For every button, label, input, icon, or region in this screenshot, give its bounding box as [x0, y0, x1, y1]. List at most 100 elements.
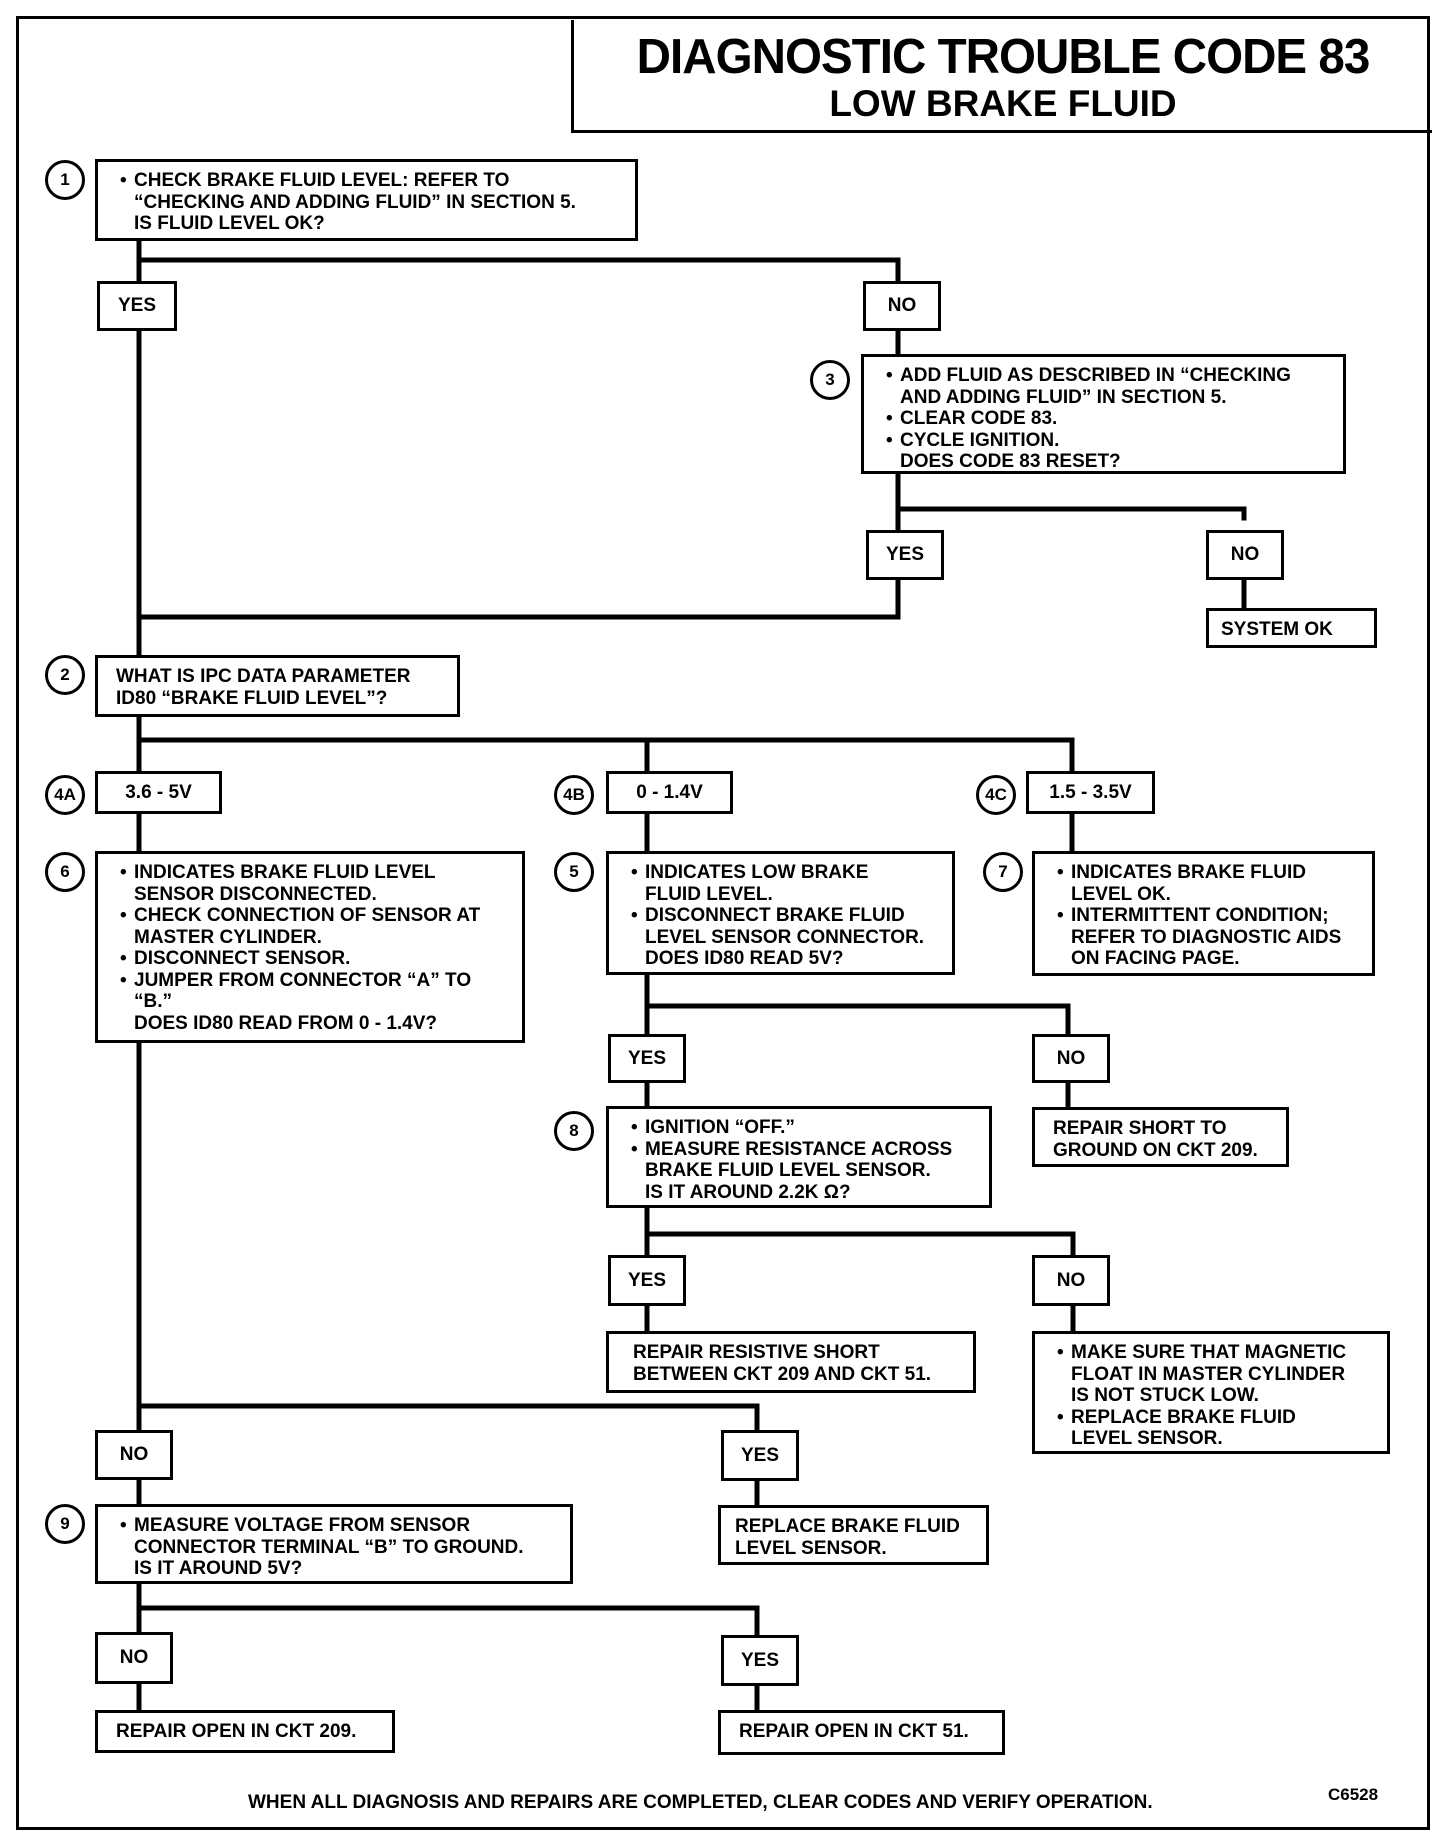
text-line: CONNECTOR TERMINAL “B” TO GROUND.: [134, 1536, 524, 1558]
bullet-line: ADD FLUID AS DESCRIBED IN “CHECKING: [882, 365, 1333, 387]
step-5-badge: 5: [554, 852, 594, 892]
wire-3-no: [895, 506, 1247, 521]
text-line: IS IT AROUND 5V?: [134, 1558, 303, 1579]
range-4a-label: 3.6 - 5V: [95, 771, 222, 814]
bullet-line: CHECK BRAKE FLUID LEVEL: REFER TO: [116, 170, 625, 192]
text-line: “B.”: [134, 991, 172, 1012]
text-line: REPLACE BRAKE FLUID: [735, 1516, 960, 1537]
text-line: WHAT IS IPC DATA PARAMETER: [116, 666, 411, 687]
text-line: “CHECKING AND ADDING FLUID” IN SECTION 5…: [134, 191, 576, 213]
bullet-line: IGNITION “OFF.”: [627, 1117, 979, 1139]
figure-id: C6528: [1328, 1785, 1379, 1804]
bullet-line: INDICATES BRAKE FLUID LEVEL: [116, 862, 512, 884]
bullet-line: CYCLE IGNITION.: [882, 430, 1333, 452]
text-line: DOES ID80 READ 5V?: [645, 948, 844, 969]
step-4b-badge: 4B: [554, 775, 594, 815]
text-line: REPAIR SHORT TO: [1053, 1118, 1227, 1139]
step-4a-badge: 4A: [45, 775, 85, 815]
wire-1-no: [136, 257, 901, 284]
text-line: GROUND ON CKT 209.: [1053, 1139, 1258, 1161]
text-line: FLUID LEVEL.: [645, 883, 773, 905]
text-line: BETWEEN CKT 209 AND CKT 51.: [633, 1363, 932, 1385]
text-line: MASTER CYLINDER.: [134, 926, 322, 948]
title-block: DIAGNOSTIC TROUBLE CODE 83 LOW BRAKE FLU…: [571, 20, 1432, 133]
step-5-yes-label: YES: [608, 1034, 686, 1083]
step-1-box: CHECK BRAKE FLUID LEVEL: REFER TO“CHECKI…: [95, 159, 638, 241]
system-ok-box: SYSTEM OK: [1206, 608, 1377, 648]
step-8-no-label: NO: [1032, 1255, 1110, 1306]
text-line: ON FACING PAGE.: [1071, 948, 1240, 969]
text-line: IS NOT STUCK LOW.: [1071, 1385, 1259, 1406]
wire-3-out: [136, 469, 901, 620]
text-line: IS FLUID LEVEL OK?: [134, 213, 325, 234]
step-9-yes-label: YES: [721, 1635, 799, 1686]
bullet-line: REPLACE BRAKE FLUID: [1053, 1407, 1377, 1429]
text-line: LEVEL OK.: [1071, 883, 1171, 905]
bullet-line: DISCONNECT BRAKE FLUID: [627, 905, 942, 927]
page-frame: [16, 16, 1430, 1830]
text-line: REPAIR RESISTIVE SHORT: [633, 1342, 880, 1363]
step-2-badge: 2: [45, 655, 85, 695]
step-3-yes-label: YES: [866, 530, 944, 580]
text-line: FLOAT IN MASTER CYLINDER: [1071, 1363, 1346, 1385]
step-1-no-label: NO: [863, 281, 941, 331]
text-line: SYSTEM OK: [1221, 619, 1333, 640]
bullet-line: CHECK CONNECTION OF SENSOR AT: [116, 905, 512, 927]
page-subtitle: LOW BRAKE FLUID: [829, 83, 1177, 124]
step-8-yes-label: YES: [608, 1255, 686, 1306]
step-4c-badge: 4C: [976, 775, 1016, 815]
step-3-no-label: NO: [1206, 530, 1284, 580]
text-line: LEVEL SENSOR.: [735, 1537, 887, 1559]
step-6-no-label: NO: [95, 1430, 173, 1480]
step-3-badge: 3: [810, 360, 850, 400]
range-4c-label: 1.5 - 3.5V: [1026, 771, 1155, 814]
text-line: BRAKE FLUID LEVEL SENSOR.: [645, 1160, 931, 1181]
text-line: ID80 “BRAKE FLUID LEVEL”?: [116, 687, 388, 709]
step-7-badge: 7: [983, 852, 1023, 892]
text-line: REPAIR OPEN IN CKT 51.: [739, 1721, 969, 1742]
range-4b-label: 0 - 1.4V: [606, 771, 733, 814]
text-line: DOES ID80 READ FROM 0 - 1.4V?: [134, 1012, 438, 1034]
step-6-yes-label: YES: [721, 1430, 799, 1481]
bullet-line: MEASURE RESISTANCE ACROSS: [627, 1139, 979, 1161]
repair-open-ckt-51-box: REPAIR OPEN IN CKT 51.: [718, 1710, 1005, 1755]
step-1-yes-label: YES: [97, 281, 177, 331]
bullet-line: CLEAR CODE 83.: [882, 408, 1333, 430]
bullet-line: DISCONNECT SENSOR.: [116, 948, 512, 970]
step-5-no-label: NO: [1032, 1034, 1110, 1083]
text-line: REFER TO DIAGNOSTIC AIDS: [1071, 926, 1342, 948]
text-line: SENSOR DISCONNECTED.: [134, 883, 377, 905]
bullet-line: INTERMITTENT CONDITION;: [1053, 905, 1362, 927]
wire-8-no: [644, 1231, 1076, 1258]
text-line: IS IT AROUND 2.2K Ω?: [645, 1181, 851, 1203]
repair-open-ckt-209-box: REPAIR OPEN IN CKT 209.: [95, 1710, 395, 1753]
wire-5-no: [644, 1003, 1071, 1037]
step-8-badge: 8: [554, 1111, 594, 1151]
step-1-badge: 1: [45, 160, 85, 200]
page-title: DIAGNOSTIC TROUBLE CODE 83: [636, 30, 1371, 84]
bullet-line: INDICATES BRAKE FLUID: [1053, 862, 1362, 884]
bullet-line: MAKE SURE THAT MAGNETIC: [1053, 1342, 1377, 1364]
wire-9-yes: [136, 1605, 760, 1638]
wire-6-yes: [136, 1403, 760, 1433]
step-9-no-label: NO: [95, 1632, 173, 1684]
wire-2-split: [136, 737, 1075, 778]
bullet-line: JUMPER FROM CONNECTOR “A” TO: [116, 970, 512, 992]
step-8-box: IGNITION “OFF.”MEASURE RESISTANCE ACROSS…: [606, 1106, 992, 1208]
text-line: REPAIR OPEN IN CKT 209.: [116, 1721, 357, 1742]
text-line: DOES CODE 83 RESET?: [900, 451, 1121, 472]
bullet-line: MEASURE VOLTAGE FROM SENSOR: [116, 1515, 560, 1537]
text-line: LEVEL SENSOR.: [1071, 1428, 1223, 1449]
bullet-line: INDICATES LOW BRAKE: [627, 862, 942, 884]
footer-note: WHEN ALL DIAGNOSIS AND REPAIRS ARE COMPL…: [248, 1792, 1153, 1813]
step-9-badge: 9: [45, 1504, 85, 1544]
step-6-badge: 6: [45, 852, 85, 892]
